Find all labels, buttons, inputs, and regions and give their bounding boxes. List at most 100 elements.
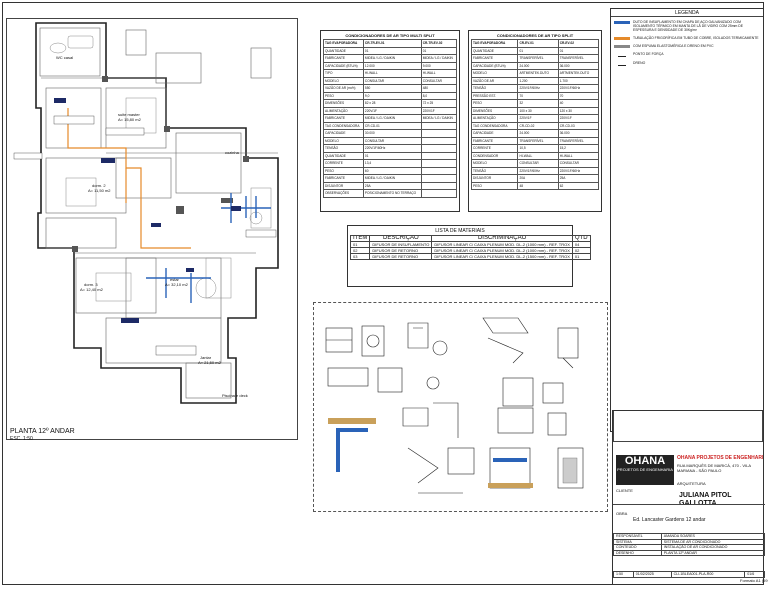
room-label-suite-master: suite master — [118, 112, 140, 117]
spec-cell: MODELO — [470, 159, 519, 168]
room-label-piscina: Piscina e deck — [222, 393, 248, 398]
spec-cell: CR-CD-01 — [362, 121, 422, 130]
spec-cell: ALIMENTAÇÃO — [323, 106, 364, 115]
spec-cell: 01 — [557, 46, 600, 55]
project-name: Ed. Lancaster Gardens 12 andar — [633, 517, 706, 523]
spec-cell: FABRICANTE — [323, 174, 364, 183]
title-divider — [613, 504, 765, 505]
spec-cell: 220V/1F — [362, 106, 422, 115]
legend-text: DUTO DE INSUFLAMENTO EM CHAPA DE AÇO GAL… — [633, 20, 744, 32]
sheet-number: 01/6 — [744, 571, 765, 578]
spec-cell: CAPACIDADE — [470, 129, 519, 138]
spec-cell: CAPACIDADE — [323, 129, 364, 138]
material-cell: DIFUSOR LINEAR C/ CAIXA PLENUM MOD. DL-2… — [431, 253, 573, 260]
material-cell: DIFUSOR LINEAR C/ CAIXA PLENUM MOD. DL-2… — [431, 247, 573, 254]
material-cell: DIFUSOR LINEAR C/ CAIXA PLENUM MOD. DL-2… — [431, 241, 573, 248]
spec-cell: HI-WALL — [362, 69, 422, 78]
spec-cell: TRANSFERÍVEL — [557, 54, 600, 63]
spec-cell: PESO — [323, 166, 364, 175]
room-area-jantar: A= 21,50 m2 — [198, 360, 221, 365]
spec-cell: MODELO — [470, 69, 519, 78]
spec-cell: 220V/1F/60Hz — [517, 84, 559, 93]
spec-cell: 220V/1F/60Hz — [557, 84, 600, 93]
spec-cell: 120 x 30 — [557, 106, 600, 115]
spec-cell: MODELO — [323, 76, 364, 85]
spec-cell: 30.000 — [362, 129, 422, 138]
spec-cell: CR-CD-02 — [517, 121, 559, 130]
spec-cell: TENSÃO — [470, 166, 519, 175]
legend-item: COM ESPUMA ELASTOMÉRICA E DRENO EM PVC — [614, 44, 760, 48]
legend-text: PONTO DE FORÇA — [633, 52, 664, 56]
legend-symbol-icon — [618, 62, 626, 66]
spec-cell: CONSULTAR — [362, 136, 422, 145]
logo-subtext: PROJETOS DE ENGENHARIA — [617, 467, 673, 472]
room-area-dorm-3: A= 12,40 m2 — [80, 287, 103, 292]
legend-swatch — [614, 45, 630, 48]
spec-cell: 70 — [517, 91, 559, 100]
date-value: 01/02/2025 — [632, 571, 672, 578]
spec-cell: MIDEA / LG / DAIKIN — [362, 174, 422, 183]
title-block-grid — [613, 411, 763, 442]
spec-cell: PESO — [323, 91, 364, 100]
spec-cell — [420, 136, 458, 145]
sheet-info-table: 1:50 01/02/2025 CLI-1BLEA001-PLA-R00 01/… — [613, 571, 765, 578]
architect-label: ARQUITETURA — [677, 481, 706, 486]
spec-cell: CAPACIDADE (BTU/h) — [470, 61, 519, 70]
spec-cell: TIPO — [323, 69, 364, 78]
spec-cell: CONSULTAR — [517, 159, 559, 168]
spec-cell: 9.000 — [420, 61, 458, 70]
spec-cell: TRANSFERÍVEL — [557, 136, 600, 145]
spec-cell: CAPACIDADE (BTU/h) — [323, 61, 364, 70]
spec-cell: 48 — [517, 181, 559, 190]
material-list-title: LISTA DE MATERIAIS — [435, 228, 485, 234]
spec-cell — [420, 166, 458, 175]
title-block: OHANA PROJETOS DE ENGENHARIA OHANA PROJE… — [612, 410, 766, 585]
spec-header-cell: TAG EVAPORADORA — [323, 39, 364, 48]
spec-cell: 25A — [362, 181, 422, 190]
room-area-suite: A= 15,80 m2 — [118, 117, 141, 122]
spec-cell: 62 — [557, 181, 600, 190]
scale-value: 1:50 — [613, 571, 634, 578]
material-column-header: QTD — [571, 235, 591, 242]
room-label-jantar: Jantar — [200, 355, 212, 360]
spec-cell — [420, 181, 458, 190]
spec-cell: 220V/1F — [517, 114, 559, 123]
spec-cell: MODELO — [323, 136, 364, 145]
spec-cell: 220V/1F/60Hz — [362, 144, 422, 153]
room-label-cozinha: cozinha — [225, 150, 239, 155]
plan-title: PLANTA 12º ANDAR — [10, 428, 75, 435]
company-name: OHANA PROJETOS DE ENGENHARIA — [677, 455, 763, 461]
spec-cell: 72 x 25 — [420, 99, 458, 108]
company-logo: OHANA PROJETOS DE ENGENHARIA — [616, 455, 674, 485]
material-cell: 03 — [349, 253, 371, 260]
architect-name: JULIANA PITOL GALLOTTA — [679, 492, 732, 507]
spec-cell: VAZÃO DE AR — [470, 76, 519, 85]
